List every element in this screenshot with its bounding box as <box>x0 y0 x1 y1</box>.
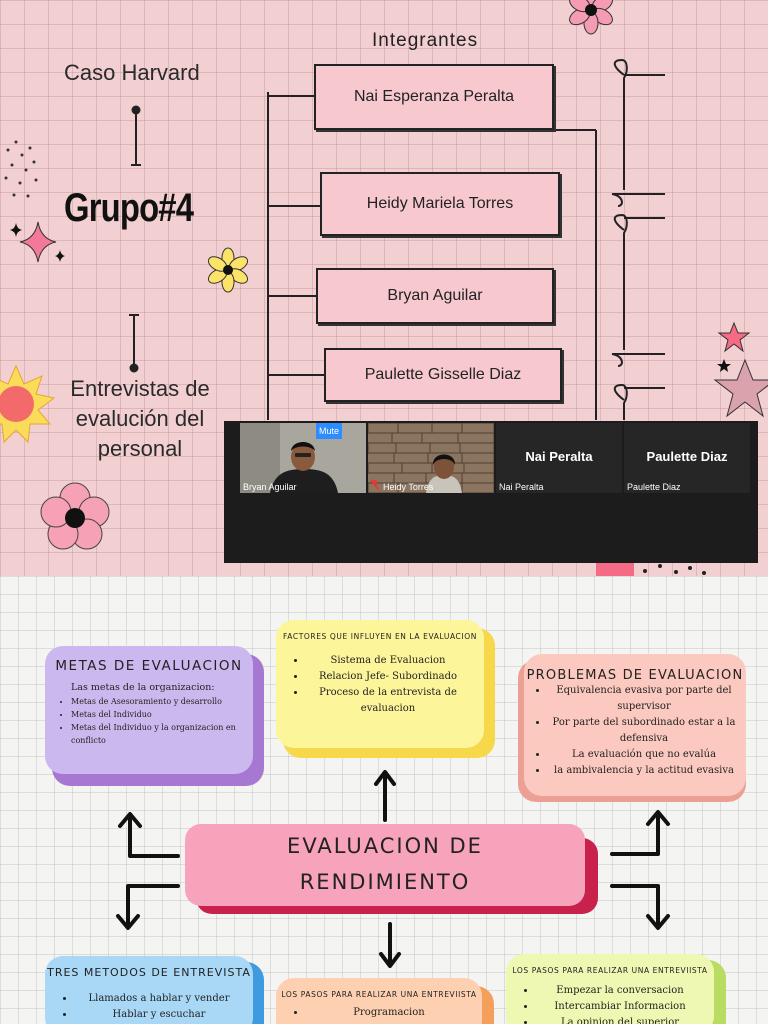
list-item: Proceso de la entrevista de evaluacion <box>306 685 470 717</box>
member-box: Bryan Aguilar <box>316 268 554 324</box>
card-list: Llamados a hablar y vender Hablar y escu… <box>45 991 243 1023</box>
list-item: Llamados a hablar y vender <box>75 991 243 1007</box>
factores-card: FACTORES QUE INFLUYEN EN LA EVALUACION S… <box>276 620 484 748</box>
card-title: FACTORES QUE INFLUYEN EN LA EVALUACION <box>283 632 477 641</box>
list-item: Equivalencia evasiva por parte del super… <box>548 683 740 715</box>
member-box: Heidy Mariela Torres <box>320 172 560 236</box>
members-heading: Integrantes <box>372 30 479 51</box>
case-title: Caso Harvard <box>64 60 200 85</box>
arrow-left-up-icon <box>118 812 180 858</box>
list-item: Metas de Asesoramiento y desarrollo <box>71 695 243 708</box>
list-item: La opinion del superior <box>536 1015 704 1024</box>
card-list: Programacion <box>276 1005 472 1021</box>
participant-display-name: Nai Peralta <box>525 449 593 464</box>
participant-display-name: Paulette Diaz <box>646 449 728 464</box>
participant-tile[interactable]: Paulette Diaz Paulette Diaz <box>624 423 750 493</box>
list-item: Sistema de Evaluacion <box>306 653 470 669</box>
card-title: LOS PASOS PARA REALIZAR UNA ENTREVIISTA <box>512 966 708 975</box>
center-title-line2: RENDIMIENTO <box>299 870 471 894</box>
mute-button[interactable]: Mute <box>316 423 342 439</box>
list-item: Programacion <box>306 1005 472 1021</box>
list-item: Relacion Jefe- Subordinado <box>306 669 470 685</box>
arrows <box>116 770 670 968</box>
group-presentation-slide: Caso Harvard Grupo#4 Entrevistas de eval… <box>0 0 768 576</box>
center-card: EVALUACION DE RENDIMIENTO <box>185 824 585 906</box>
pasos-card: LOS PASOS PARA REALIZAR UNA ENTREVIISTA … <box>506 954 714 1024</box>
member-box: Nai Esperanza Peralta <box>314 64 554 130</box>
participant-name-label: Bryan Aguilar <box>243 482 297 492</box>
card-title: PROBLEMAS DE EVALUACION <box>526 668 744 683</box>
presentation-subtitle: Entrevistas de evalución del personal <box>70 376 210 461</box>
star-icon <box>717 359 731 372</box>
flower-icon <box>569 0 613 35</box>
participant-name-label: Nai Peralta <box>499 482 544 492</box>
mind-map-slide: METAS DE EVALUACION Las metas de la orga… <box>0 576 768 1024</box>
card-title: LOS PASOS PARA REALIZAR UNA ENTREVIISTA <box>281 990 477 999</box>
sparkle-icon <box>10 223 22 237</box>
card-list: Empezar la conversacion Intercambiar Inf… <box>506 983 704 1024</box>
sun-icon <box>0 364 56 444</box>
list-item: Intercambiar Informacion <box>536 999 704 1015</box>
member-box: Paulette Gisselle Diaz <box>324 348 562 402</box>
participant-tile[interactable]: Nai Peralta Nai Peralta <box>496 423 622 493</box>
mic-off-icon <box>370 479 380 491</box>
star-icon <box>717 321 751 353</box>
card-title: METAS DE EVALUACION <box>55 658 243 674</box>
list-item: Empezar la conversacion <box>536 983 704 999</box>
participant-video <box>368 423 494 493</box>
card-list: Sistema de Evaluacion Relacion Jefe- Sub… <box>276 653 470 717</box>
flower-icon <box>207 247 249 293</box>
problemas-card: PROBLEMAS DE EVALUACION Equivalencia eva… <box>524 654 746 796</box>
arrow-right-down-icon <box>610 884 670 930</box>
metodos-card: TRES METODOS DE ENTREVISTA Llamados a ha… <box>45 956 253 1024</box>
center-title-line1: EVALUACION DE <box>287 834 483 858</box>
metas-card: METAS DE EVALUACION Las metas de la orga… <box>45 646 253 774</box>
card-list: Metas de Asesoramiento y desarrollo Meta… <box>45 695 243 747</box>
flower-icon <box>40 482 110 550</box>
pasos-card: LOS PASOS PARA REALIZAR UNA ENTREVIISTA … <box>276 978 482 1024</box>
participant-tile[interactable]: Bryan Aguilar <box>240 423 366 493</box>
card-title: TRES METODOS DE ENTREVISTA <box>47 966 251 979</box>
arrow-right-up-icon <box>610 810 670 856</box>
arrow-left-down-icon <box>116 884 180 930</box>
card-list: Equivalencia evasiva por parte del super… <box>524 683 740 779</box>
participant-video <box>240 423 366 493</box>
decorations <box>0 0 768 576</box>
group-title: Grupo#4 <box>64 186 194 230</box>
sparkle-icon <box>55 250 65 262</box>
dots-decoration <box>4 140 38 198</box>
list-item: La evaluación que no evalúa <box>548 747 740 763</box>
participant-name-label: Heidy Torres <box>383 482 434 492</box>
list-item: Por parte del subordinado estar a la def… <box>548 715 740 747</box>
participant-name-label: Paulette Diaz <box>627 482 681 492</box>
list-item: Hablar y escuchar <box>75 1007 243 1023</box>
card-intro: Las metas de la organizacion: <box>71 682 215 693</box>
list-item: Metas del Individuo y la organizacion en… <box>71 721 243 747</box>
video-call-panel: Bryan Aguilar Mute <box>224 421 758 563</box>
list-item: Metas del Individuo <box>71 708 243 721</box>
arrow-up-icon <box>374 770 396 822</box>
arrow-down-icon <box>379 922 401 968</box>
participant-tile[interactable]: Heidy Torres <box>368 423 494 493</box>
sparkle-icon <box>19 221 57 263</box>
list-item: la ambivalencia y la actitud evasiva <box>548 763 740 779</box>
